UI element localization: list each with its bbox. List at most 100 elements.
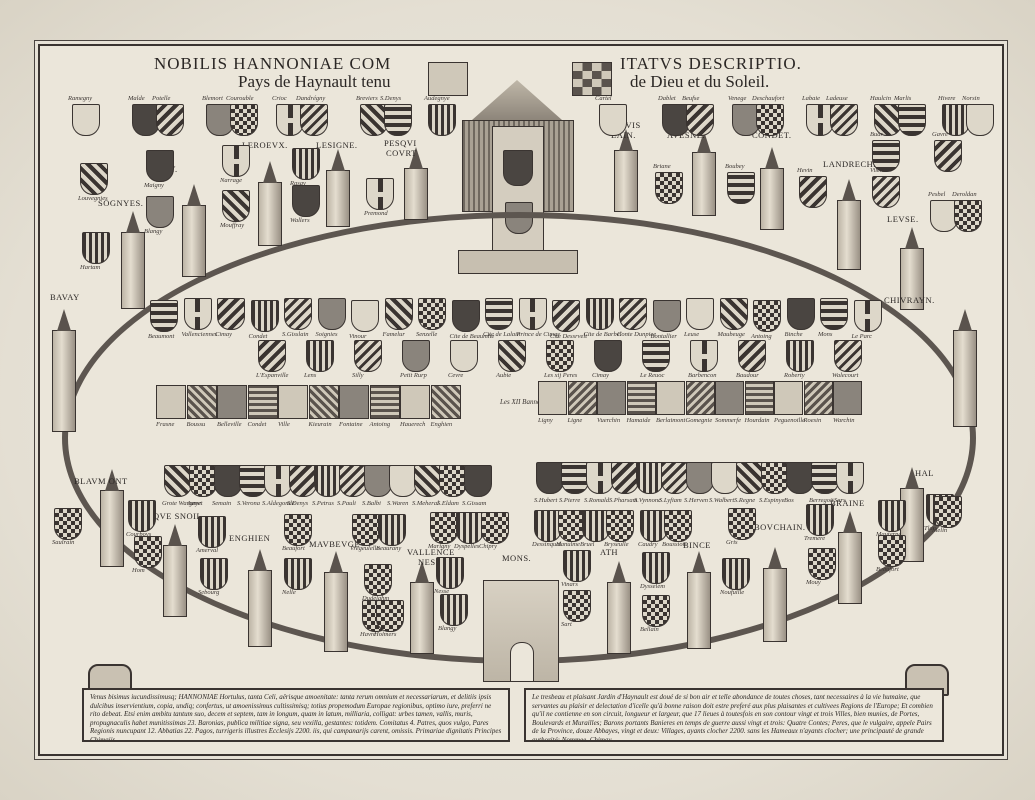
coat-of-arms-shield	[306, 340, 334, 372]
arms-label: Beaufort	[876, 566, 899, 573]
arms-label: Dysselem	[640, 583, 665, 590]
coat-of-arms-shield	[655, 172, 683, 204]
coat-of-arms-shield	[664, 510, 692, 542]
arms-label: Tremere	[804, 535, 826, 542]
mons-gate	[483, 580, 559, 682]
title-right: ITATVS DESCRIPTIO.	[620, 54, 802, 73]
arms-label: Noufuille	[720, 589, 745, 596]
arms-label: Ramegny	[68, 95, 93, 102]
coat-of-arms-shield	[719, 298, 748, 330]
arms-label: Hartam	[80, 264, 101, 271]
arms-label: Petit Rurp	[400, 372, 427, 379]
tower-maubeuge	[324, 551, 348, 652]
baron-banner	[339, 385, 369, 419]
coat-of-arms-shield	[214, 465, 242, 497]
town-label: AVESNE.	[667, 130, 706, 140]
coat-of-arms-shield	[594, 340, 622, 372]
coat-of-arms-shield	[642, 340, 670, 372]
tower-bouchain	[763, 547, 787, 642]
subtitle-right: de Dieu et du Soleil.	[630, 72, 770, 91]
arms-label: Soignies	[315, 331, 338, 338]
town-label: BLAVM ONT	[74, 476, 128, 486]
arms-label: Maigny	[144, 182, 164, 189]
coat-of-arms-shield	[292, 185, 320, 217]
coat-of-arms-shield	[954, 200, 982, 232]
coat-of-arms-shield	[934, 140, 962, 172]
arms-label: Leuse	[684, 331, 700, 338]
coat-of-arms-shield	[599, 104, 627, 136]
coat-of-arms-shield	[384, 104, 412, 136]
arms-label: Hevin	[797, 167, 813, 174]
banner-label: Ligne	[567, 417, 583, 424]
arms-label: Antoing	[751, 333, 772, 340]
french-description-text: Le tresbeau et plaisant Jardin d'Haynaul…	[532, 693, 933, 742]
arms-label: Bontallier	[650, 333, 677, 340]
coat-of-arms-shield	[738, 340, 766, 372]
arms-label: Condet	[248, 333, 268, 340]
banner-label: Hauerech	[400, 421, 426, 428]
coat-of-arms-shield	[934, 496, 962, 528]
arms-label: Melin	[932, 527, 948, 534]
coat-of-arms-shield	[836, 462, 864, 494]
arms-label: Senzelle	[416, 331, 438, 338]
baron-banner	[833, 381, 862, 415]
arms-label: Beaumont	[148, 333, 175, 340]
banner-label: Antoing	[369, 421, 391, 428]
baron-banner	[626, 381, 656, 415]
coat-of-arms-shield	[292, 148, 320, 180]
arms-label: Mons	[818, 331, 833, 338]
baron-banner	[744, 381, 774, 415]
arms-label: Beaurany	[376, 545, 402, 552]
arms-label: Malde	[128, 95, 145, 102]
coat-of-arms-shield	[736, 462, 764, 494]
arms-label: Holmers	[374, 631, 397, 638]
coat-of-arms-shield	[222, 190, 250, 222]
coat-of-arms-shield	[430, 512, 458, 544]
tower-enghien	[248, 549, 272, 647]
baron-banner	[567, 381, 597, 415]
coat-of-arms-shield	[820, 298, 848, 330]
eagle-banner	[428, 62, 468, 96]
baron-banner	[400, 385, 430, 419]
latin-description-text: Venus bisimus iucundissimusq; HANNONIAE …	[90, 693, 502, 742]
coat-of-arms-shield	[198, 516, 226, 548]
arms-label: Mouffray	[220, 222, 245, 229]
arms-label: Grote Wargnye	[162, 500, 202, 507]
arms-label: Le Reuoc	[640, 372, 665, 379]
coat-of-arms-shield	[464, 465, 492, 497]
banner-label: Fontaine	[339, 421, 363, 428]
arms-label: Marigny	[428, 543, 451, 550]
town-label: SOGNYES.	[98, 198, 144, 208]
arms-label: Famelur	[382, 331, 405, 338]
banner-label: Peguenoille	[774, 417, 806, 424]
coat-of-arms-shield	[872, 176, 900, 208]
french-description-panel: Le tresbeau et plaisant Jardin d'Haynaul…	[524, 688, 944, 742]
coat-of-arms-shield	[389, 465, 417, 497]
town-label: MAVBEVGE	[309, 539, 361, 549]
baron-banner	[774, 381, 803, 415]
arms-label: Beaufort	[282, 545, 305, 552]
arms-label: Sebourg	[198, 589, 220, 596]
banner-label: Berlaimont	[656, 417, 686, 424]
arms-label: Roberty	[784, 372, 805, 379]
baron-banner	[247, 385, 278, 419]
arms-label: Tlan	[924, 525, 936, 532]
tower-ath	[607, 561, 631, 654]
arms-label: S.Regne	[734, 497, 756, 504]
arms-label: Pesbel	[928, 191, 946, 198]
arms-label: S.Balbi	[362, 500, 381, 507]
coat-of-arms-shield	[156, 104, 184, 136]
banner-label: Gomegnie	[685, 417, 713, 424]
arms-label: S.Vynnonc	[634, 497, 662, 504]
coat-of-arms-shield	[619, 298, 647, 330]
coat-of-arms-shield	[300, 104, 328, 136]
coat-of-arms-shield	[806, 504, 834, 536]
arms-label: S.Espinye	[759, 497, 785, 504]
baron-banner	[538, 381, 567, 415]
coat-of-arms-shield	[585, 298, 614, 330]
arms-label: Blangy	[438, 625, 457, 632]
arms-label: Venege	[728, 95, 747, 102]
coat-of-arms-shield	[830, 104, 858, 136]
coat-of-arms-shield	[189, 465, 217, 497]
coat-of-arms-shield	[222, 145, 250, 177]
